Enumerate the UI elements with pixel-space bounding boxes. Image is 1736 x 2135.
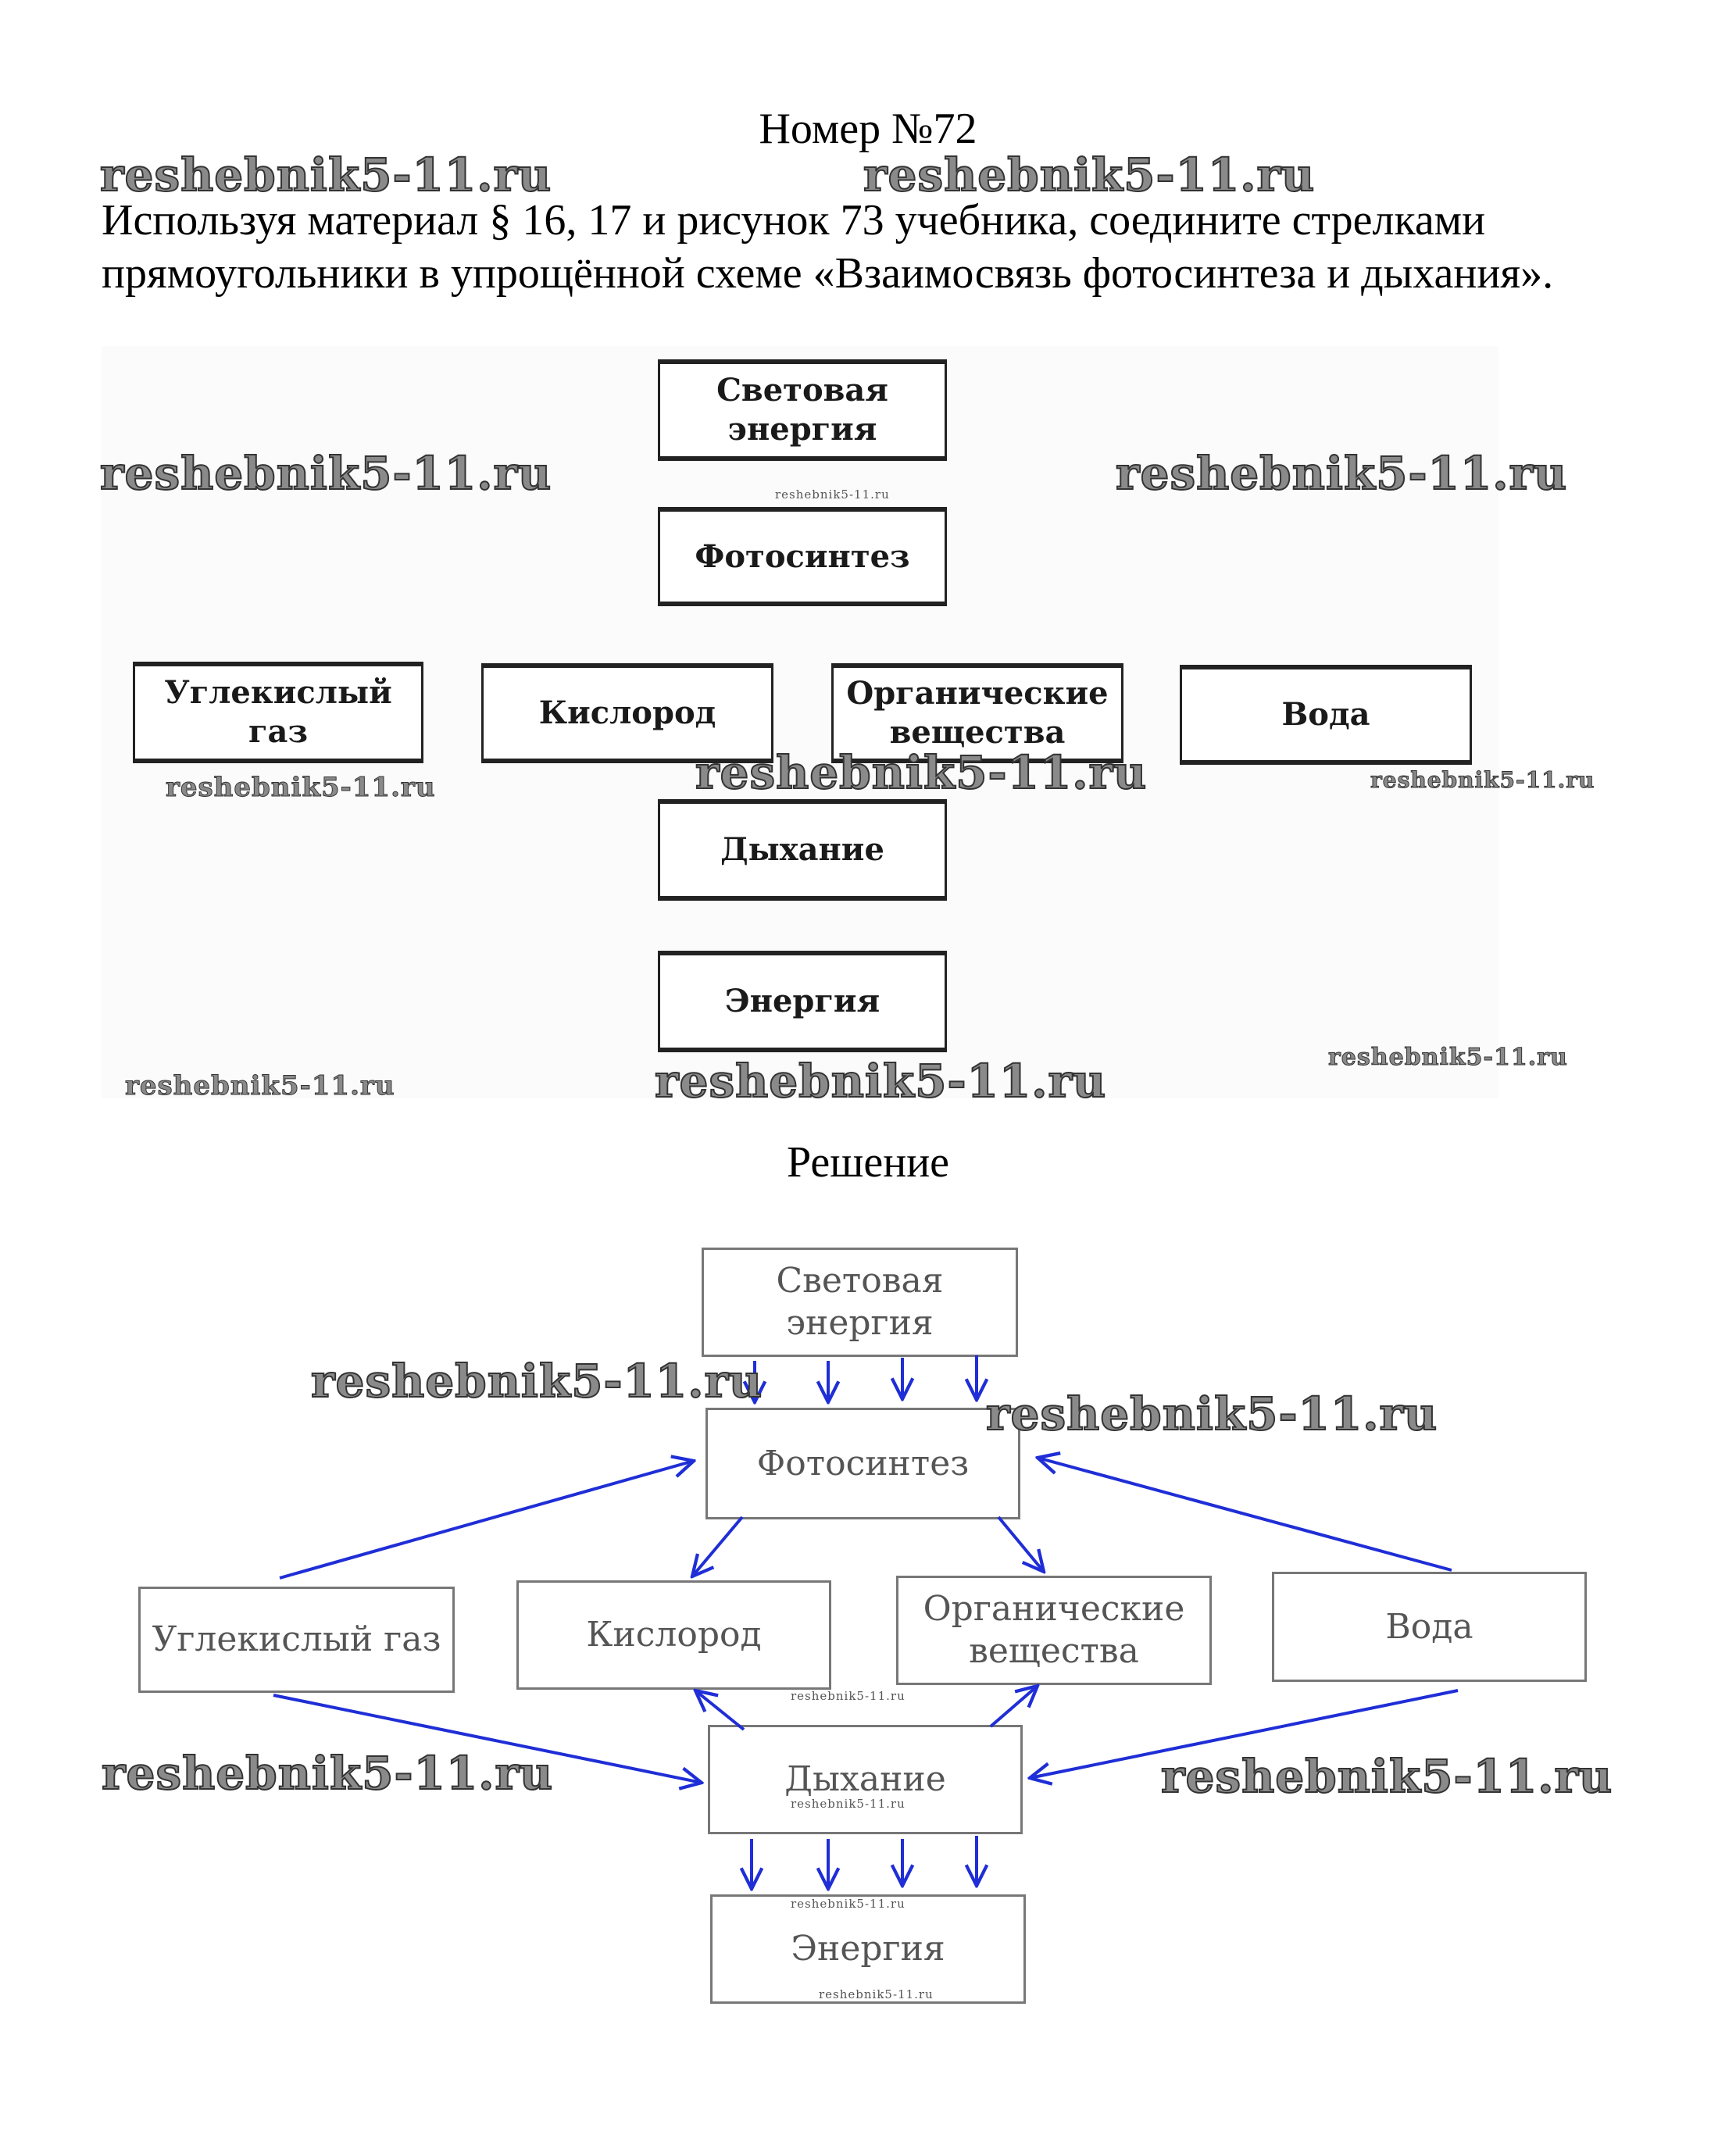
watermark: reshebnik5-11.ru — [791, 1797, 906, 1811]
watermark: reshebnik5-11.ru — [1160, 1749, 1613, 1804]
solution-box-respiration: Дыхание — [708, 1725, 1023, 1834]
watermark: reshebnik5-11.ru — [775, 487, 890, 502]
watermark: reshebnik5-11.ru — [1370, 767, 1595, 794]
solution-box-water: Вода — [1272, 1572, 1587, 1682]
watermark: reshebnik5-11.ru — [819, 1987, 934, 2001]
solution-box-light-energy: Световая энергия — [702, 1248, 1018, 1357]
solution-box-oxygen: Кислород — [516, 1580, 831, 1690]
watermark: reshebnik5-11.ru — [985, 1387, 1438, 1441]
task-box-light-energy: Световая энергия — [658, 359, 947, 461]
solution-box-photosynthesis: Фотосинтез — [705, 1408, 1020, 1519]
solution-box-energy: Энергия — [710, 1894, 1026, 2004]
watermark: reshebnik5-11.ru — [1115, 446, 1568, 501]
task-box-photosynthesis: Фотосинтез — [658, 507, 947, 606]
task-box-organic-substances: Органические вещества — [831, 663, 1123, 763]
watermark: reshebnik5-11.ru — [791, 1897, 906, 1911]
watermark: reshebnik5-11.ru — [1328, 1044, 1568, 1072]
arrow-respiration-to-oxygen — [695, 1691, 745, 1731]
watermark: reshebnik5-11.ru — [310, 1354, 763, 1408]
watermark: reshebnik5-11.ru — [695, 745, 1148, 800]
task-box-carbon-dioxide: Углекислый газ — [133, 662, 423, 763]
watermark: reshebnik5-11.ru — [99, 446, 552, 501]
watermark: reshebnik5-11.ru — [125, 1070, 395, 1102]
arrow-co2-to-photosynthesis — [279, 1461, 694, 1580]
arrow-photosynthesis-to-organic — [997, 1516, 1044, 1572]
solution-box-carbon-dioxide: Углекислый газ — [138, 1587, 455, 1693]
watermark: reshebnik5-11.ru — [101, 1746, 554, 1801]
watermark: reshebnik5-11.ru — [863, 148, 1316, 202]
arrow-photosynthesis-to-oxygen — [692, 1516, 744, 1576]
watermark: reshebnik5-11.ru — [166, 772, 436, 804]
watermark: reshebnik5-11.ru — [791, 1689, 906, 1703]
solution-box-organic-substances: Органические вещества — [896, 1576, 1212, 1685]
page-title: Номер №72 — [759, 105, 977, 153]
task-box-energy: Энергия — [658, 951, 947, 1052]
solution-title: Решение — [786, 1138, 950, 1187]
task-question: Используя материал § 16, 17 и рисунок 73… — [102, 196, 1554, 298]
task-box-respiration: Дыхание — [658, 799, 947, 901]
arrow-water-to-photosynthesis — [1038, 1458, 1452, 1572]
watermark: reshebnik5-11.ru — [99, 148, 552, 202]
task-diagram: Световая энергия Фотосинтез Углекислый г… — [102, 346, 1498, 1098]
watermark: reshebnik5-11.ru — [654, 1054, 1107, 1109]
task-box-water: Вода — [1180, 665, 1472, 765]
task-box-oxygen: Кислород — [481, 663, 773, 763]
arrow-respiration-to-organic — [989, 1686, 1038, 1728]
